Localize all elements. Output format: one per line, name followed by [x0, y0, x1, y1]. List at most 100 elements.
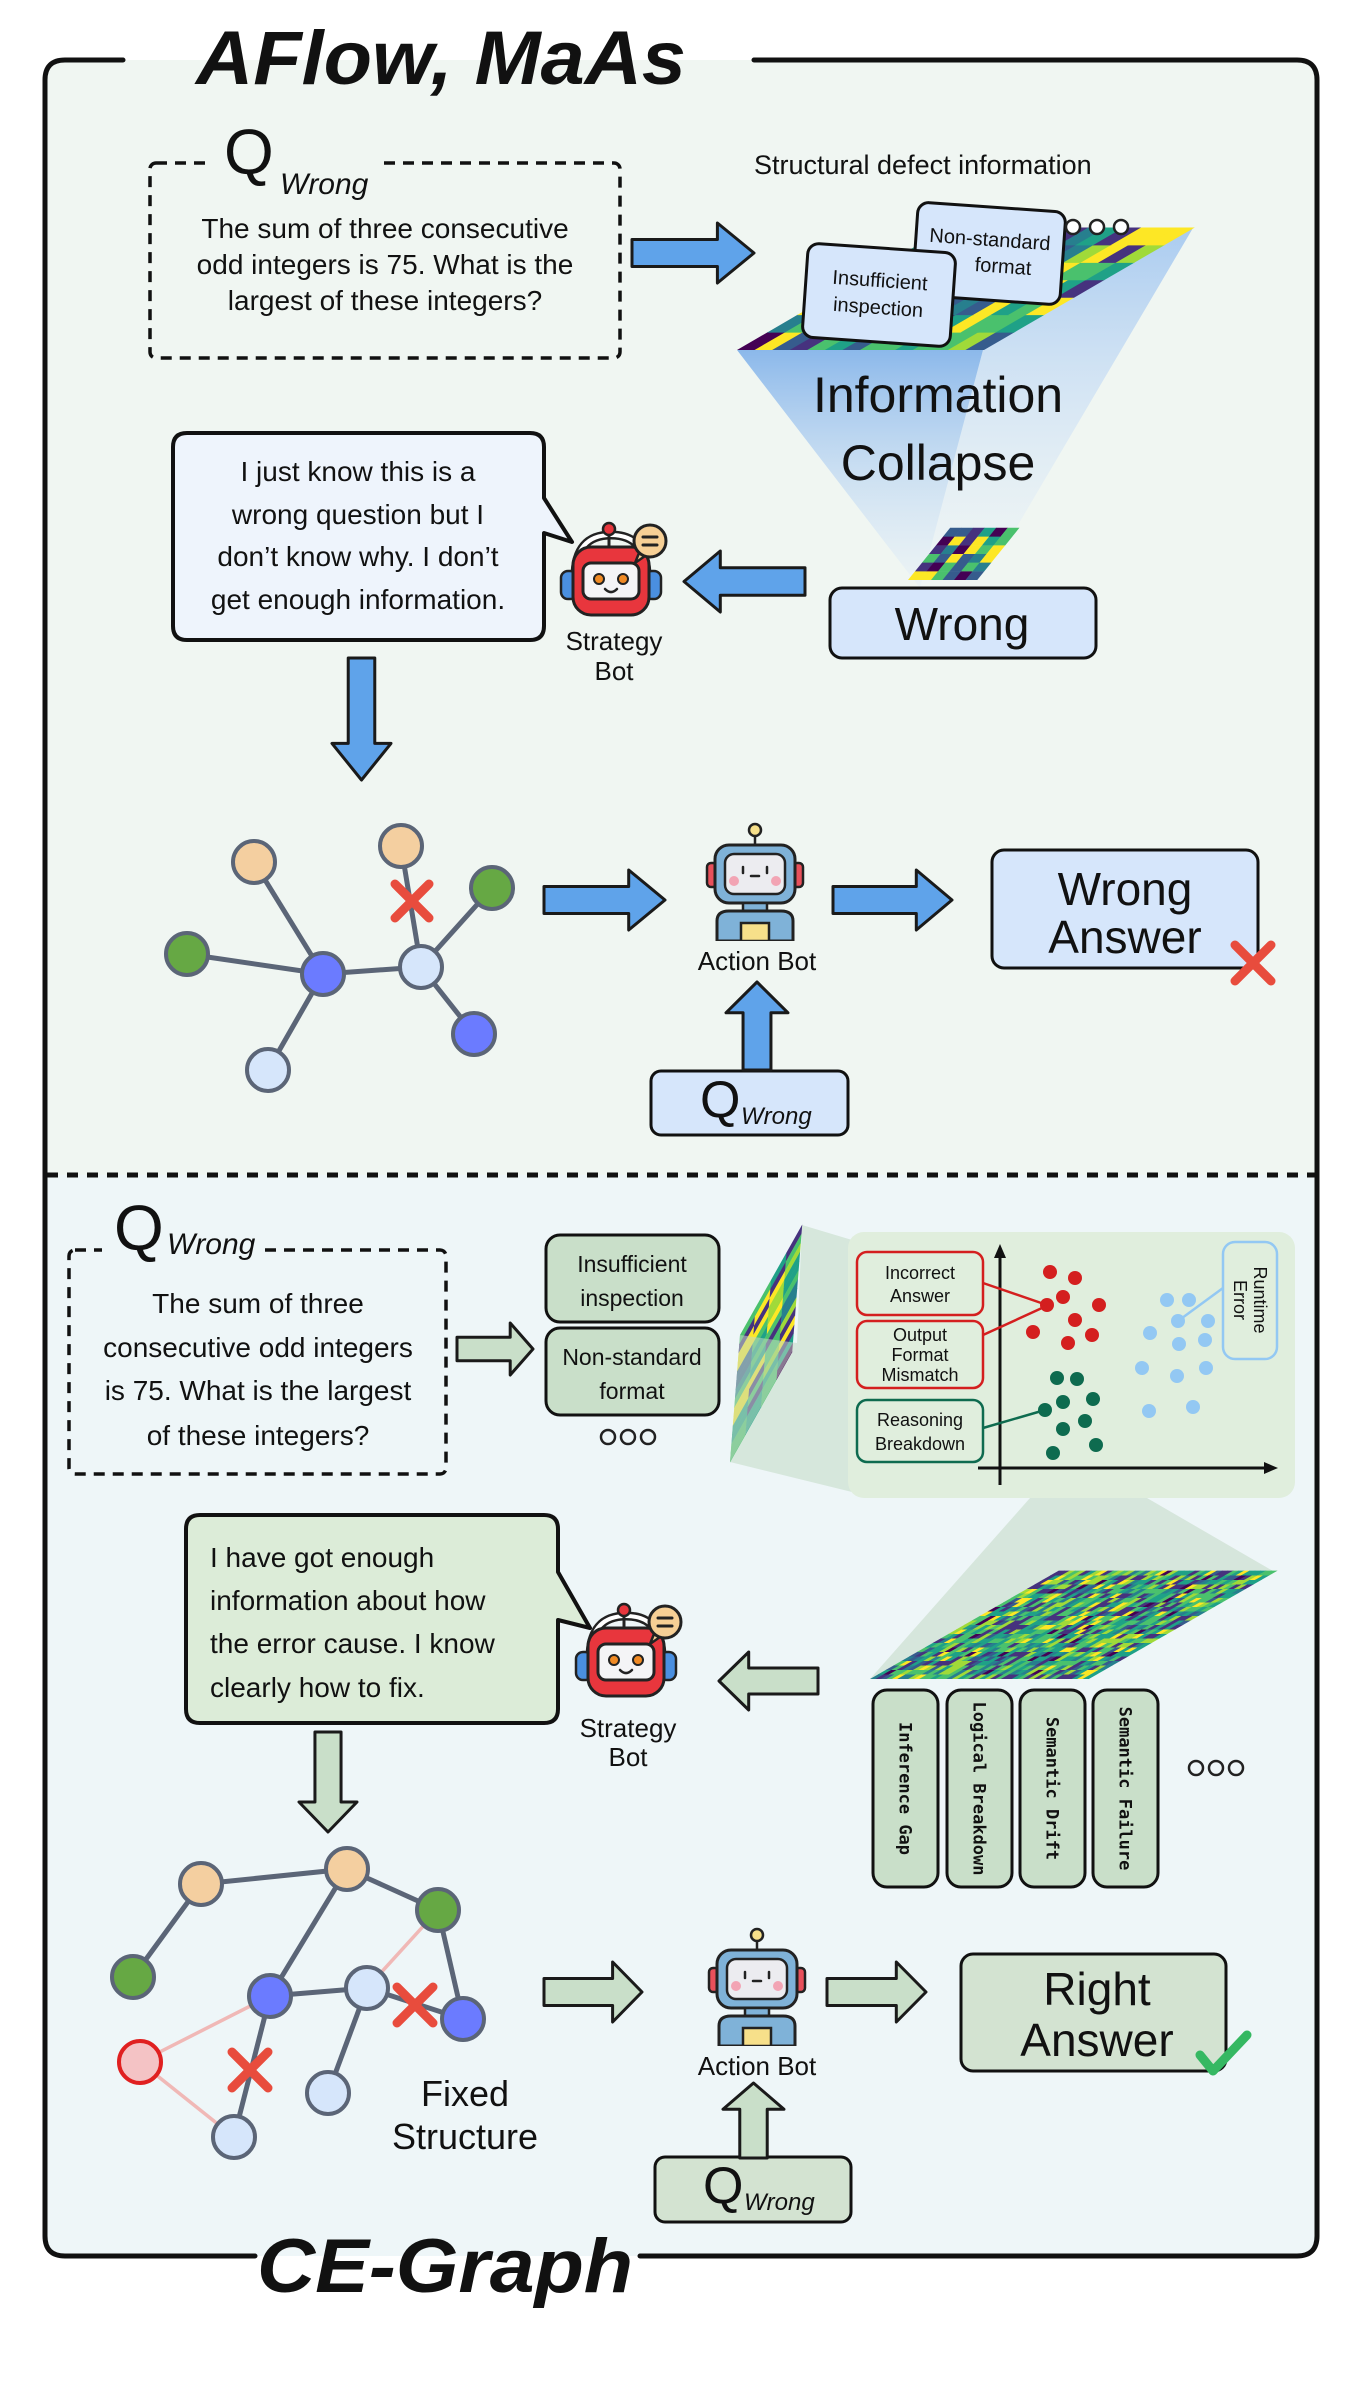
heatmap-cell — [1055, 1611, 1071, 1617]
heatmap-cell — [1033, 1602, 1049, 1608]
question-line: largest of these integers? — [228, 285, 542, 316]
heatmap-cell — [993, 1656, 1009, 1662]
scatter-point — [1056, 1395, 1070, 1409]
scatter-point — [1078, 1414, 1092, 1428]
heatmap-cell — [953, 571, 973, 580]
heatmap-cell — [1212, 1593, 1228, 1598]
heatmap-cell — [1099, 1579, 1115, 1585]
heatmap-cell — [1055, 1602, 1071, 1608]
q-symbol: Q — [700, 1071, 740, 1129]
heatmap-cell — [1011, 1633, 1027, 1639]
heatmap-cell — [1246, 1570, 1262, 1576]
heatmap-cell — [942, 571, 962, 580]
heatmap-cell — [1180, 1602, 1196, 1608]
heatmap-cell — [1102, 1575, 1118, 1581]
heatmap-cell — [768, 1270, 786, 1308]
heatmap-cell — [1100, 1629, 1116, 1635]
heatmap-cell — [1066, 1570, 1082, 1576]
heatmap-cell — [1179, 1593, 1195, 1598]
heatmap-cell — [1064, 1656, 1080, 1662]
heatmap-cell — [1157, 1624, 1173, 1630]
heatmap-cell — [1019, 1669, 1035, 1675]
heatmap-cell — [1183, 1597, 1198, 1603]
heatmap-cell — [1192, 1611, 1208, 1617]
scatter-point — [1143, 1326, 1157, 1340]
heatmap-cell — [995, 1633, 1010, 1639]
heatmap-cell — [765, 1306, 783, 1345]
heatmap-cell — [1049, 1602, 1065, 1608]
heatmap-cell — [1110, 1570, 1126, 1576]
heatmap-cell — [1155, 1588, 1170, 1594]
heatmap-cell — [1000, 1665, 1016, 1671]
heatmap-cell — [979, 1642, 995, 1648]
heatmap-cell — [1062, 1620, 1078, 1625]
heatmap-cell — [1125, 1633, 1141, 1639]
heatmap-cell — [998, 1647, 1014, 1652]
heatmap-cell — [1208, 1579, 1224, 1585]
heatmap-cell — [1065, 1633, 1081, 1639]
heatmap-cell — [1078, 1651, 1094, 1657]
heatmap-cell — [967, 1665, 983, 1671]
heatmap-cell — [1061, 1570, 1076, 1576]
top-query-box: Q Wrong — [649, 1069, 850, 1137]
heatmap-cell — [994, 1665, 1010, 1671]
heatmap-cell — [904, 1660, 920, 1666]
heatmap-cell — [1036, 1606, 1052, 1612]
heatmap-cell — [1030, 1597, 1046, 1603]
heatmap-cell — [1130, 1624, 1146, 1630]
speech-bubble-shape — [184, 1513, 592, 1725]
heatmap-cell — [1118, 1575, 1134, 1581]
heatmap-cell — [983, 1656, 998, 1662]
heatmap-cell — [1139, 1597, 1155, 1603]
cluster-label-line: Incorrect — [885, 1263, 955, 1283]
heatmap-cell — [1085, 1638, 1101, 1644]
heatmap-cell — [1014, 1638, 1030, 1644]
heatmap-cell — [969, 1660, 985, 1666]
heatmap-cell — [1082, 1633, 1098, 1639]
heatmap-cell — [1050, 1579, 1066, 1585]
label-mask — [208, 150, 380, 178]
heatmap-cell — [1054, 1593, 1070, 1598]
heatmap-cell — [1238, 1575, 1254, 1581]
graph-node — [344, 1965, 390, 2011]
heatmap-cell — [901, 1656, 917, 1662]
heatmap-cell — [1084, 1629, 1100, 1635]
heatmap-cell — [1098, 1633, 1114, 1639]
heatmap-cell — [1089, 1660, 1105, 1666]
heatmap-cell — [1081, 1624, 1097, 1630]
heatmap-cell — [1187, 1588, 1203, 1594]
heatmap-cell — [1119, 1584, 1135, 1590]
heatmap-cell — [1146, 1615, 1162, 1621]
heatmap-cell — [1116, 1588, 1132, 1594]
heatmap-cell — [1120, 1633, 1136, 1639]
heatmap-cell — [1012, 1642, 1027, 1648]
heatmap-cell — [976, 1647, 992, 1652]
heatmap-cell — [956, 1665, 972, 1671]
heatmap-cell — [1133, 1597, 1149, 1603]
heatmap-cell — [1164, 1611, 1180, 1617]
heatmap-cell — [1159, 1611, 1175, 1617]
heatmap-cell — [1032, 1624, 1048, 1630]
heatmap-cell — [920, 1651, 935, 1657]
heatmap-cell — [962, 1674, 978, 1679]
heatmap-cell — [1141, 1593, 1157, 1598]
heatmap-cell — [999, 1615, 1014, 1621]
bottom-title: CE-Graph — [257, 2224, 633, 2309]
heatmap-cell — [1111, 1629, 1127, 1635]
heatmap-cell — [1048, 1584, 1064, 1590]
heatmap-cell — [1052, 1669, 1068, 1675]
heatmap-cell — [769, 1261, 787, 1299]
heatmap-cell — [1012, 1611, 1028, 1617]
heatmap-cell — [935, 536, 955, 546]
cross-stroke — [1230, 940, 1276, 986]
heatmap-cell — [993, 1615, 1009, 1621]
card-line: format — [974, 254, 1033, 280]
heatmap-cell — [1035, 1660, 1051, 1666]
scatter-point — [1061, 1336, 1075, 1350]
defect-card-nonstandard: Non-standard format — [544, 1326, 721, 1417]
heatmap-cell — [902, 1665, 917, 1671]
graph-node — [324, 1846, 370, 1892]
heatmap-cell — [1006, 1642, 1022, 1648]
heatmap-cell — [1082, 1570, 1098, 1576]
heatmap-cell — [1148, 1611, 1164, 1617]
